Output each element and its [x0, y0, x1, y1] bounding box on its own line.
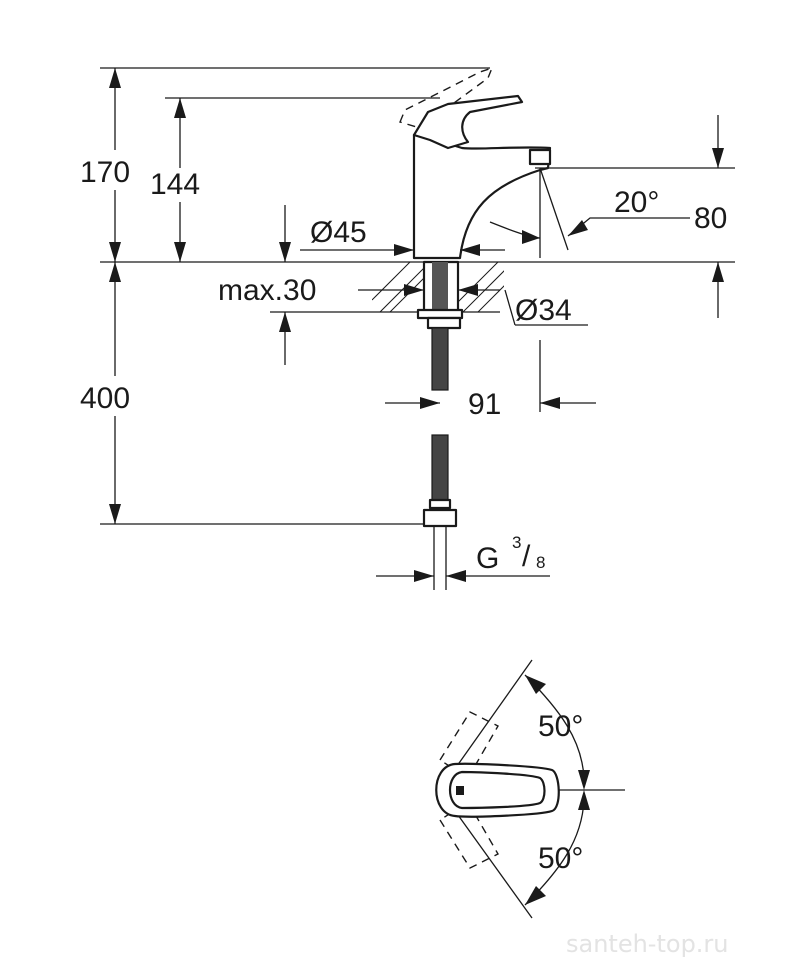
- dim-d34: [504, 289, 588, 326]
- dim-80: [535, 115, 735, 318]
- label-400: 400: [80, 382, 130, 415]
- label-80: 80: [694, 202, 727, 235]
- aerator: [528, 148, 552, 166]
- label-max30: max.30: [218, 274, 316, 307]
- dim-thread: [376, 570, 550, 582]
- label-thread-slash: /: [522, 540, 531, 573]
- label-angle-spout: 20°: [614, 186, 659, 219]
- dim-angle-spout: [489, 167, 690, 258]
- label-thread-num: 3: [512, 533, 521, 552]
- label-170: 170: [80, 156, 130, 189]
- label-144: 144: [150, 168, 200, 201]
- supply-hose-lower: [422, 434, 458, 590]
- label-d45: Ø45: [310, 216, 367, 249]
- dim-91: [385, 340, 596, 412]
- label-lever-down: 50°: [538, 842, 583, 875]
- lever: [412, 94, 524, 150]
- label-thread-g: G: [476, 542, 499, 575]
- faucet-body: [399, 66, 552, 260]
- mounting-stud: [416, 260, 464, 330]
- dim-d45: [279, 205, 505, 262]
- label-lever-up: 50°: [538, 710, 583, 743]
- label-thread-den: 8: [536, 553, 545, 572]
- watermark: santeh-top.ru: [566, 930, 729, 958]
- side-view: 170 144 80: [78, 66, 735, 590]
- label-d34: Ø34: [515, 294, 572, 327]
- top-view: 50° 50°: [435, 659, 625, 919]
- dim-max30: [270, 284, 500, 365]
- supply-hose-upper: [431, 327, 449, 391]
- handle-top: [435, 762, 560, 818]
- label-91: 91: [468, 388, 501, 421]
